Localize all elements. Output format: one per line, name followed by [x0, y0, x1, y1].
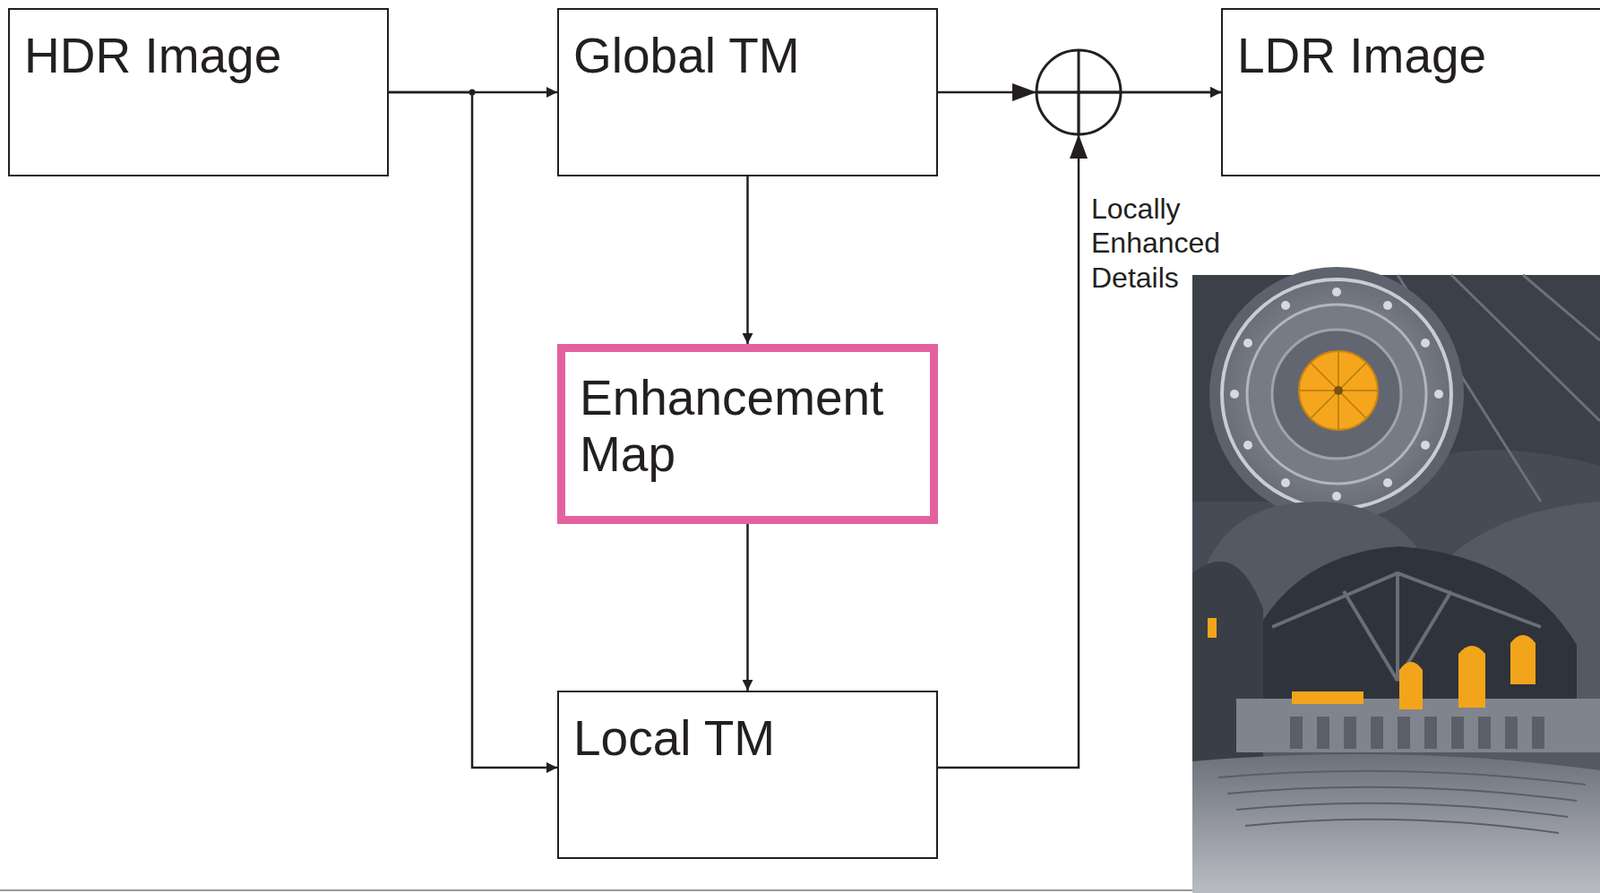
input-box: HDR Image [8, 8, 389, 177]
connector-arrow [388, 92, 558, 768]
process-box: Global TM [557, 8, 938, 177]
sum-symbol [1012, 50, 1121, 159]
output-box: LDR Image [1221, 8, 1600, 177]
highlighted-box: Enhancement Map [557, 344, 938, 525]
process-box: Local TM [557, 690, 938, 860]
edge-label: Locally Enhanced Details [1091, 191, 1253, 295]
connector-arrow [746, 176, 749, 345]
box-label: HDR Image [24, 27, 373, 85]
box-label: Enhancement Map [579, 369, 916, 482]
box-label: Global TM [573, 27, 922, 85]
box-label: LDR Image [1237, 27, 1592, 85]
connector-arrow [746, 524, 749, 691]
church-photo [1192, 266, 1600, 893]
bottom-rule [0, 889, 1193, 892]
box-label: Local TM [573, 710, 922, 767]
